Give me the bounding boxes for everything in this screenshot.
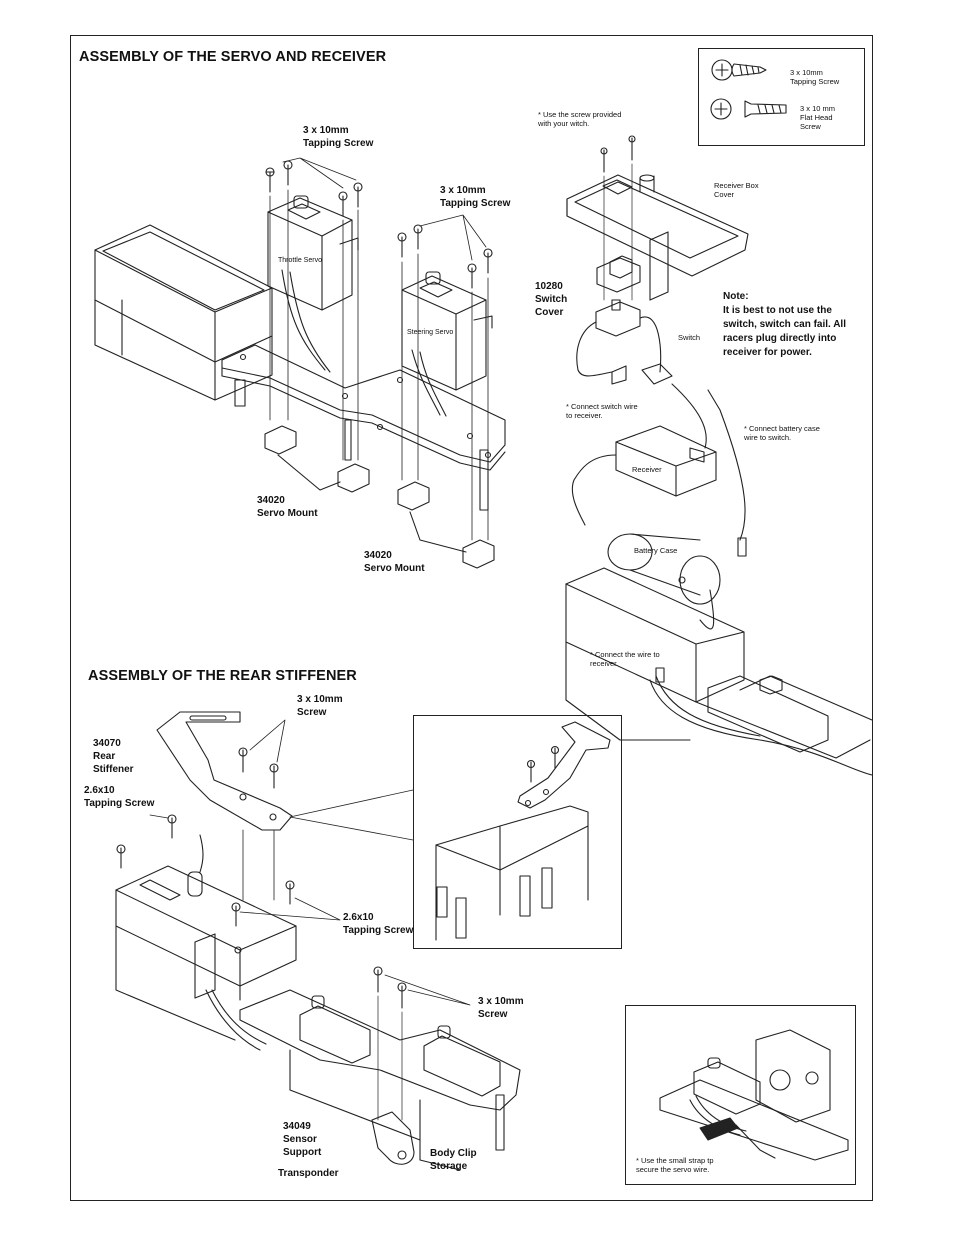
stiffener-leader-lines [149,719,414,921]
steering-servo-drawing [401,271,493,417]
receiver-box-cover-label: Receiver Box Cover [714,181,759,199]
screw-legend-box [698,48,865,146]
rear-screw-label: 3 x 10mm Screw [478,996,524,1020]
flat-head-screw-icon [710,98,787,120]
stiffener-screws [116,747,295,927]
power-note: Note: It is best to not use the switch, … [723,291,846,358]
stiffener-screw-label: 3 x 10mm Screw [297,694,343,718]
sensor-support-drawing [371,1111,415,1165]
connect-wire-note: * Connect the wire to receiver. [590,650,660,668]
battery-case-label: Battery Case [634,546,678,555]
rear-stiffener-title: ASSEMBLY OF THE REAR STIFFENER [88,668,357,684]
switch-cover-label: 10280 Switch Cover [535,281,568,318]
throttle-servo-label: Throttle Servo [278,257,322,264]
switch-label: Switch [678,333,701,342]
servo-mounts [264,425,495,569]
plate-posts [344,419,489,511]
servo-leader-lines [269,157,489,541]
connect-switch-note: * Connect switch wire to receiver. [566,402,638,420]
rear-plate-screws [373,966,471,1121]
legend-flat-head-screw: 3 x 10 mm Flat Head Screw [800,104,836,131]
strap-note: * Use the small strap tp secure the serv… [636,1156,714,1174]
receiver-cover-screws [600,135,636,301]
servo-mount-label-1: 34020 Servo Mount [257,495,318,519]
rear-box-drawing [115,834,297,1051]
rear-stiffener-label: 34070 Rear Stiffener [93,738,134,775]
transponder-label: Transponder [278,1168,339,1179]
servo-receiver-title: ASSEMBLY OF THE SERVO AND RECEIVER [79,49,387,65]
rear-stiffener-drawing [156,711,293,831]
rear-plate-drawing [239,989,521,1171]
switch-cover-drawing [596,255,641,293]
tapping-screw-icon [711,59,767,81]
servo-screw-label-2: 3 x 10mm Tapping Screw [440,185,511,209]
stiffener-detail-box [413,715,622,949]
servo-plate-drawing [221,344,506,471]
servo-screws [265,160,493,289]
receiver-box-drawing [94,224,273,407]
steering-servo-label: Steering Servo [407,329,454,336]
connect-battery-note: * Connect battery case wire to switch. [744,424,820,442]
throttle-servo-drawing [267,195,359,373]
strap-detail-box [625,1005,856,1185]
sensor-support-label: 34049 Sensor Support [283,1121,322,1158]
page-frame [70,35,873,1201]
receiver-drawing [571,383,717,526]
stiffener-detail-drawing [435,721,611,941]
strap-detail-drawing [659,1029,849,1161]
switch-drawing [576,299,673,385]
body-clip-storage-label: Body Clip Storage [430,1148,477,1172]
servo-mount-label-2: 34020 Servo Mount [364,550,425,574]
chassis-drawing [565,567,873,776]
legend-tapping-screw: 3 x 10mm Tapping Screw [790,68,840,86]
battery-case-drawing [607,389,747,630]
tapping-screw-label-1: 2.6x10 Tapping Screw [84,785,155,809]
receiver-label: Receiver [632,465,662,474]
servo-screw-label-1: 3 x 10mm Tapping Screw [303,125,374,149]
screw-provided-note: * Use the screw provided with your witch… [538,110,622,128]
tapping-screw-label-2: 2.6x10 Tapping Screw [343,912,414,936]
